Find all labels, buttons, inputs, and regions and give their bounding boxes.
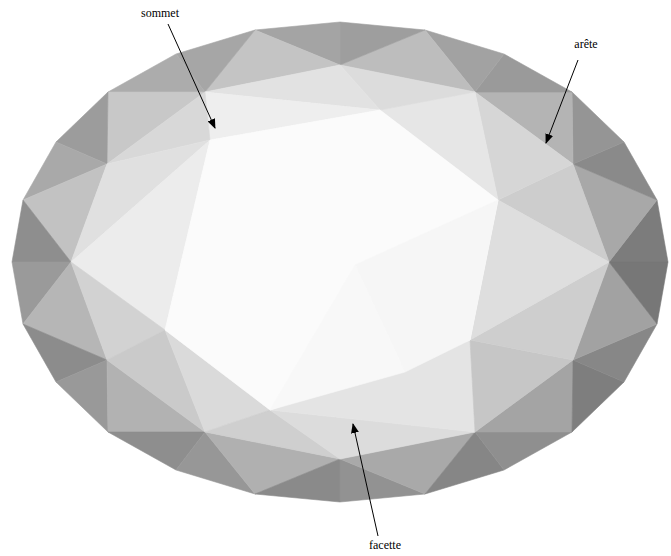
leader-arrow [353, 424, 378, 536]
part-label: sommet [140, 6, 180, 20]
part-label: arête [573, 37, 598, 51]
leader-arrow [168, 24, 215, 128]
part-label: facette [368, 538, 402, 552]
leader-arrow [546, 60, 578, 143]
